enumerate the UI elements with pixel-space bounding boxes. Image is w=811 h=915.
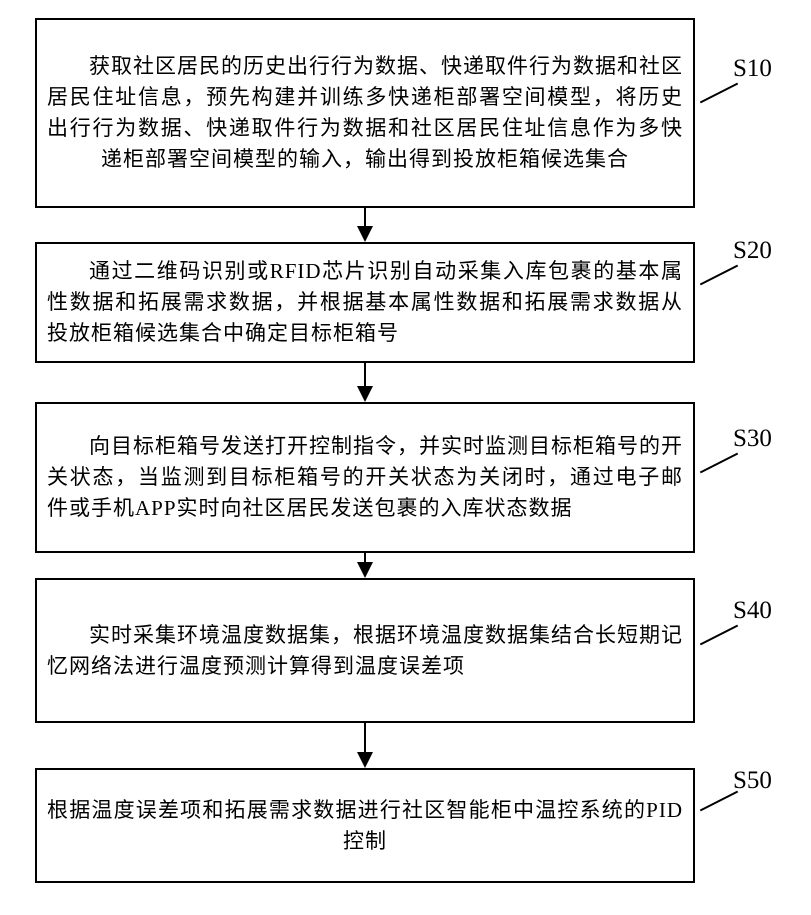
down-arrow-shaft-4	[364, 723, 366, 753]
down-arrow-head-1	[357, 226, 373, 242]
flow-step-text-s10: 获取社区居民的历史出行行为数据、快递取件行为数据和社区居民住址信息，预先构建并训…	[47, 54, 683, 171]
down-arrow-shaft-2	[364, 363, 366, 387]
down-arrow-head-4	[357, 752, 373, 768]
leader-line-s10	[699, 82, 739, 104]
flow-step-box-s50: 根据温度误差项和拓展需求数据进行社区智能柜中温控系统的PID控制	[35, 768, 695, 883]
down-arrow-shaft-3	[364, 553, 366, 563]
step-label-s40: S40	[733, 597, 772, 624]
flow-step-text-s20: 通过二维码识别或RFID芯片识别自动采集入库包裹的基本属性数据和拓展需求数据，并…	[47, 259, 683, 345]
leader-line-s20	[699, 264, 739, 286]
flow-step-text-s30: 向目标柜箱号发送打开控制指令，并实时监测目标柜箱号的开关状态，当监测到目标柜箱号…	[47, 434, 683, 520]
flow-step-box-s40: 实时采集环境温度数据集，根据环境温度数据集结合长短期记忆网络法进行温度预测计算得…	[35, 578, 695, 723]
flow-step-box-s20: 通过二维码识别或RFID芯片识别自动采集入库包裹的基本属性数据和拓展需求数据，并…	[35, 242, 695, 363]
flow-step-box-s30: 向目标柜箱号发送打开控制指令，并实时监测目标柜箱号的开关状态，当监测到目标柜箱号…	[35, 402, 695, 553]
leader-line-s30	[699, 452, 739, 474]
down-arrow-head-3	[357, 562, 373, 578]
down-arrow-head-2	[357, 386, 373, 402]
step-label-s50: S50	[733, 767, 772, 794]
leader-line-s50	[699, 790, 739, 812]
step-label-s30: S30	[733, 425, 772, 452]
step-label-s20: S20	[733, 237, 772, 264]
leader-line-s40	[699, 624, 739, 646]
step-label-s10: S10	[733, 55, 772, 82]
flow-step-text-s40: 实时采集环境温度数据集，根据环境温度数据集结合长短期记忆网络法进行温度预测计算得…	[47, 622, 683, 678]
flow-step-box-s10: 获取社区居民的历史出行行为数据、快递取件行为数据和社区居民住址信息，预先构建并训…	[35, 18, 695, 208]
flow-step-text-s50: 根据温度误差项和拓展需求数据进行社区智能柜中温控系统的PID控制	[47, 797, 683, 853]
down-arrow-shaft-1	[364, 208, 366, 228]
